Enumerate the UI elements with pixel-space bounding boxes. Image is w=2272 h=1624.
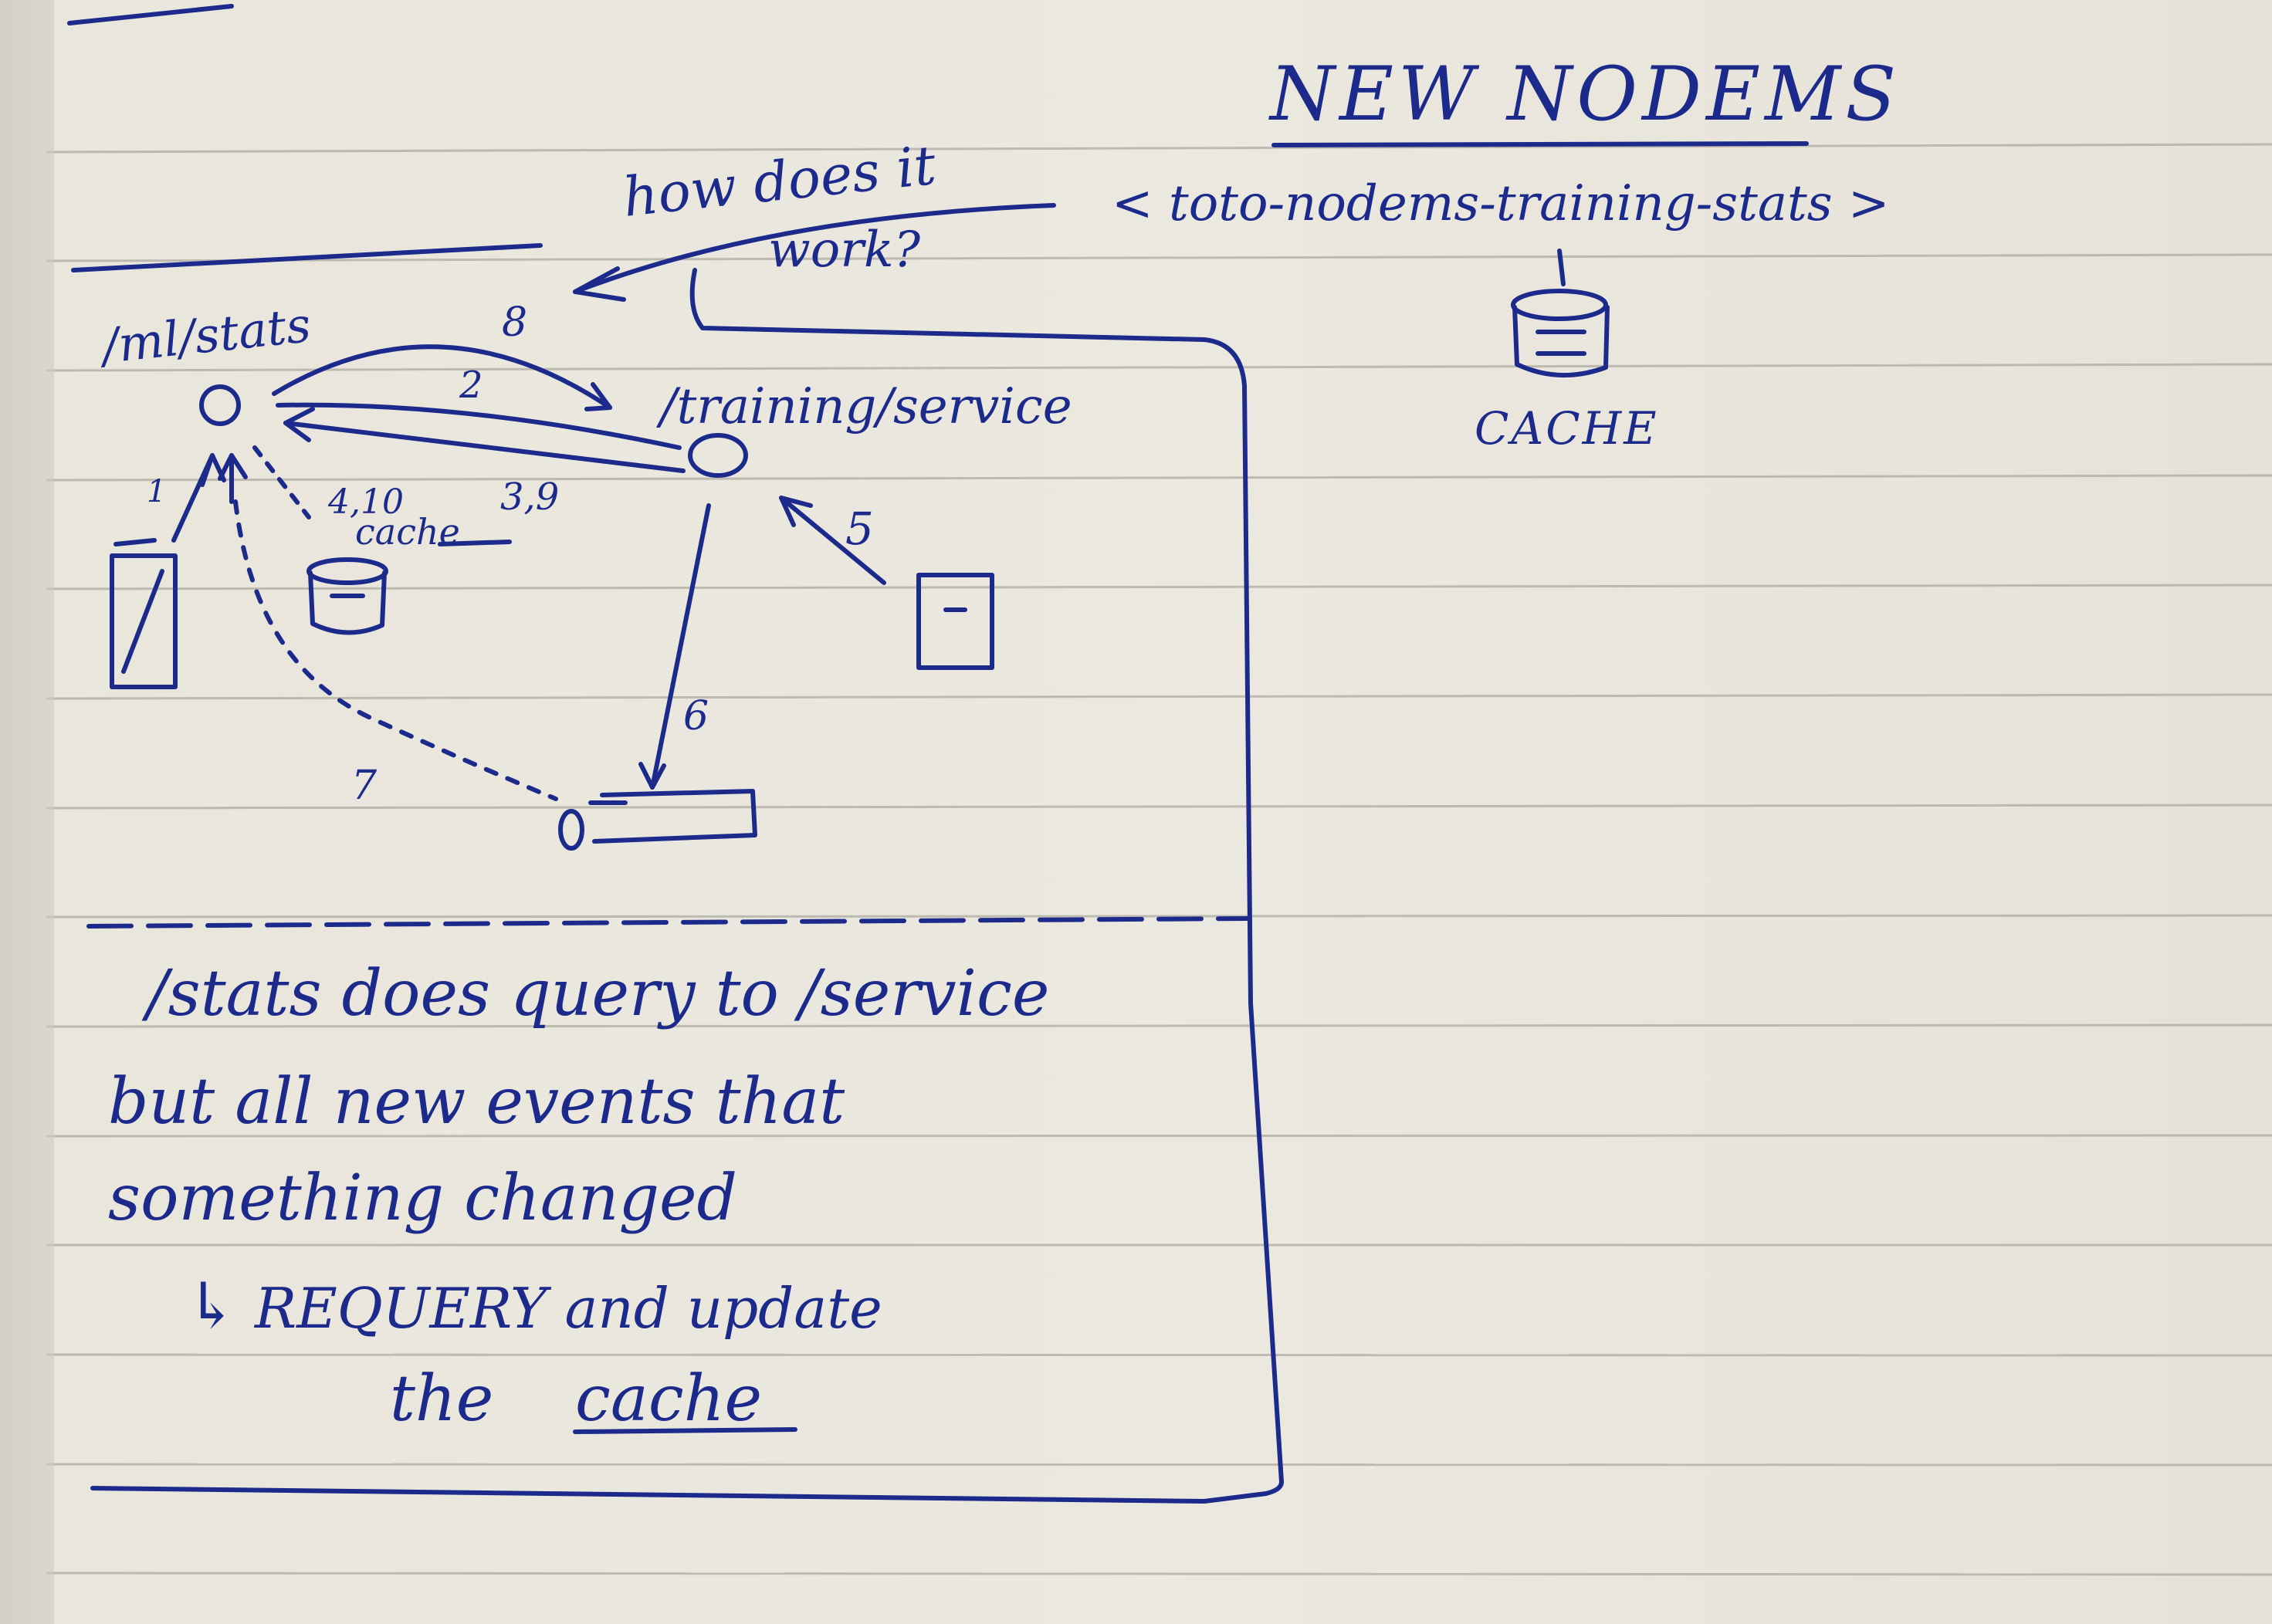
edge-8 <box>272 344 612 410</box>
dashed-separator <box>86 916 1249 929</box>
cache-note: cache <box>355 511 460 553</box>
notes-line2: but all new events that <box>108 1065 845 1138</box>
cache-link <box>252 445 311 519</box>
node-stats <box>199 384 241 426</box>
phone-icon-left <box>110 553 178 689</box>
question-line1: how does it <box>620 134 940 229</box>
node-training-label: /training/service <box>655 378 1072 435</box>
edge-8-arrowhead <box>584 382 612 411</box>
edge-label-7: 7 <box>351 763 378 809</box>
workstation-icon <box>558 789 757 851</box>
cache-icon-small <box>306 557 388 635</box>
node-training-service <box>688 433 748 478</box>
phone-icon-right <box>916 573 994 670</box>
frame-line <box>90 268 1284 1504</box>
cache-label: CACHE <box>1475 402 1659 455</box>
edge-6 <box>650 503 711 790</box>
edge-6-arrowhead <box>638 762 666 790</box>
edge-2 <box>276 402 682 450</box>
notes-cache-underline <box>573 1427 797 1434</box>
edge-label-5: 5 <box>845 502 874 555</box>
ink-stroke-upper <box>71 243 543 272</box>
heading-underline <box>1271 141 1809 147</box>
edge-label-3-9: 3,9 <box>500 475 559 519</box>
question-arrowhead <box>573 266 626 302</box>
notes-line5-the: the <box>390 1362 493 1436</box>
node-stats-label: /ml/stats <box>96 296 313 374</box>
notes-line4: REQUERY and update <box>253 1276 882 1341</box>
ink-stroke-top <box>67 4 234 25</box>
phone-top-mark <box>113 538 157 546</box>
edge-label-1: 1 <box>147 474 166 509</box>
notes-line1: /stats does query to /service <box>141 957 1049 1030</box>
cache-note-numbers: 4,10 <box>327 482 404 522</box>
edge-up-arrowhead <box>218 453 248 481</box>
question-arrow <box>573 203 1056 294</box>
edge-label-8: 8 <box>502 299 527 346</box>
edge-3-9-arrowhead <box>283 407 315 442</box>
edge-5-arrowhead <box>779 496 813 527</box>
notes-line5-cache: cache <box>575 1362 762 1436</box>
edge-5 <box>779 496 886 585</box>
cache-note-underline <box>438 540 512 546</box>
database-icon <box>1511 249 1610 377</box>
heading: NEW NODEMS <box>1268 51 1901 137</box>
question-line2: work? <box>768 222 921 279</box>
edge-label-6: 6 <box>683 693 709 739</box>
subtitle: < toto-nodems-training-stats > <box>1112 175 1890 232</box>
edge-3-9 <box>283 421 686 473</box>
notes-arrow-icon: ↳ <box>185 1270 239 1343</box>
notes-line3: something changed <box>108 1162 737 1235</box>
phone-diagonal <box>121 569 164 674</box>
binding-shadow <box>0 0 54 1624</box>
edge-label-2: 2 <box>459 364 483 407</box>
edge-7 <box>233 499 558 801</box>
ruled-lines <box>46 143 2272 1576</box>
